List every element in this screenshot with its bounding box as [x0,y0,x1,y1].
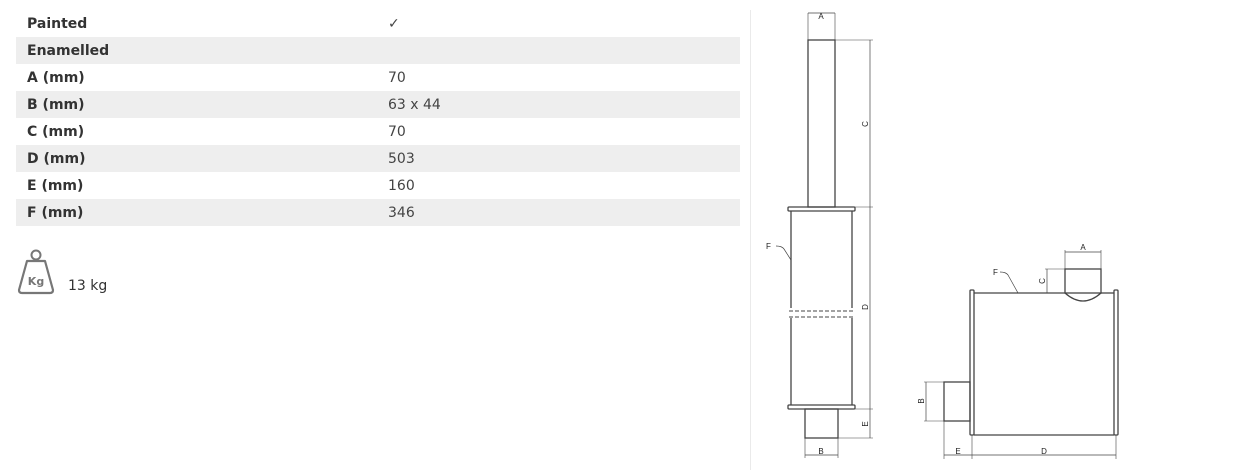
specs-table: Painted ✓ Enamelled A (mm) 70 B (mm) 63 x 4… [16,10,740,226]
spec-value: 503 [388,150,415,167]
spec-label: Enamelled [27,42,110,59]
spec-value: 346 [388,204,415,221]
dim-label-a: A [1080,243,1086,252]
dim-label-f: F [766,242,771,251]
spec-row-e: E (mm) 160 [16,172,740,199]
spec-value: 70 [388,69,406,86]
spec-row-c: C (mm) 70 [16,118,740,145]
spec-label: D (mm) [27,150,86,167]
weight-value: 13 kg [68,278,108,294]
spec-label: A (mm) [27,69,85,86]
spec-value: 160 [388,177,415,194]
spec-label: B (mm) [27,96,85,113]
svg-text:Kg: Kg [28,275,44,288]
spec-row-b: B (mm) 63 x 44 [16,91,740,118]
side-view-horizontal [924,250,1119,459]
dim-label-c: C [1038,278,1047,284]
dim-label-f: F [993,268,998,277]
side-view-vertical [775,12,873,458]
dim-label-b: B [917,398,926,403]
dim-label-e: E [955,447,960,456]
spec-label: C (mm) [27,123,85,140]
weight-kg-icon: Kg [17,249,55,295]
dim-label-d: D [861,304,870,310]
dim-label-c: C [861,121,870,127]
spec-row-enamelled: Enamelled [16,37,740,64]
weight-info: Kg 13 kg [16,248,107,296]
dim-label-b: B [818,447,823,456]
spec-value: ✓ [388,15,400,32]
dim-label-d: D [1041,447,1047,456]
spec-row-f: F (mm) 346 [16,199,740,226]
divider [750,10,751,470]
spec-row-painted: Painted ✓ [16,10,740,37]
spec-label: E (mm) [27,177,84,194]
dim-label-e: E [861,421,870,426]
dim-label-a: A [818,12,824,21]
spec-row-a: A (mm) 70 [16,64,740,91]
spec-row-d: D (mm) 503 [16,145,740,172]
spec-value: 63 x 44 [388,96,441,113]
spec-value: 70 [388,123,406,140]
spec-label: Painted [27,15,88,32]
spec-label: F (mm) [27,204,84,221]
